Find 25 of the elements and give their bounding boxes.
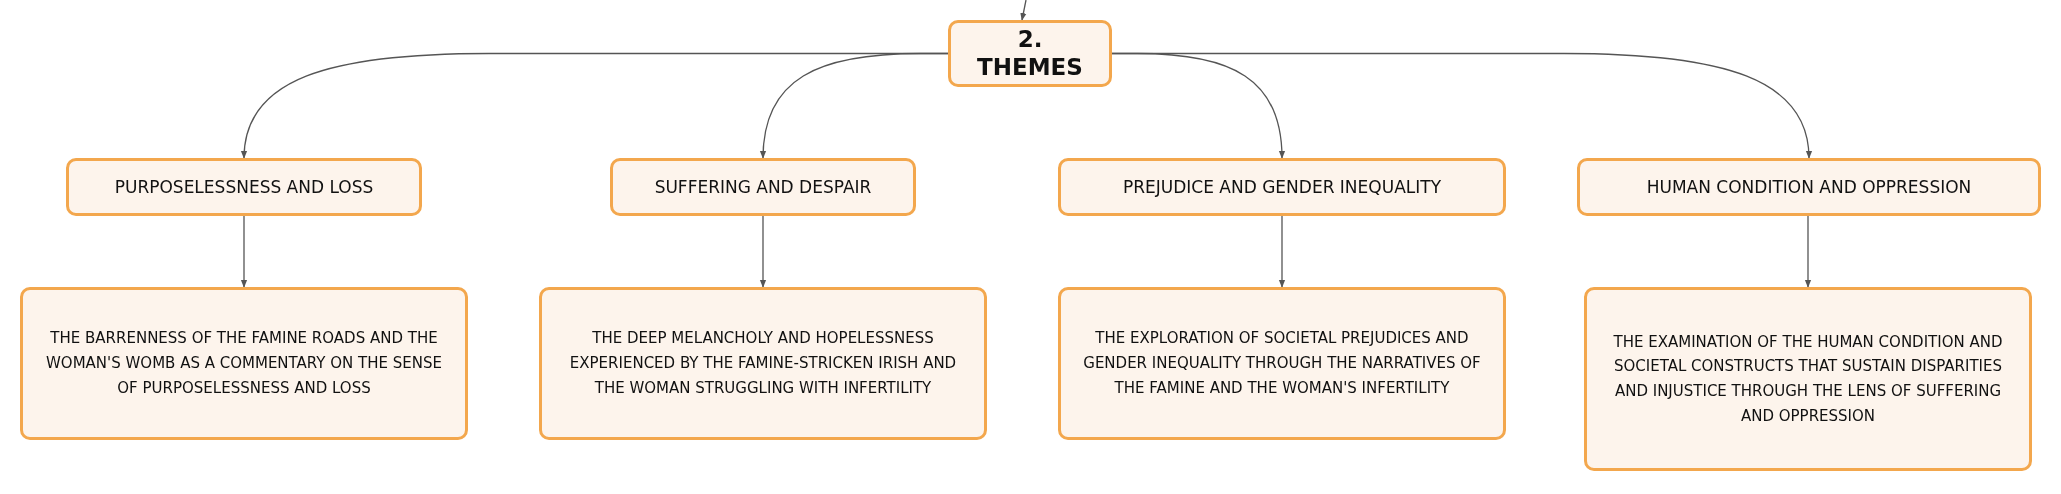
topic-title: PREJUDICE AND GENDER INEQUALITY xyxy=(1122,176,1442,198)
connector-arrow xyxy=(760,52,949,159)
connector-arrow xyxy=(1020,0,1027,21)
connector-arrow xyxy=(240,215,248,288)
topic-title: HUMAN CONDITION AND OPPRESSION xyxy=(1646,176,1972,198)
detail-box xyxy=(20,287,468,440)
topic-box xyxy=(610,158,916,216)
topic-title: 2. THEMES xyxy=(976,25,1084,82)
detail-box xyxy=(1058,287,1506,440)
topic-box xyxy=(1577,158,2041,216)
topic-box xyxy=(1058,158,1506,216)
description-text: THE EXAMINATION OF THE HUMAN CONDITION AND SOCIETAL CONSTRUCTS THAT SUSTAIN DISPARITIES AND INJUSTICE THROUGH THE LENS OF SUFFERING AND OPPRESSION xyxy=(1612,331,2004,427)
description-text: THE DEEP MELANCHOLY AND HOPELESSNESS EXPERIENCED BY THE FAMINE-STRICKEN IRISH AND THE WOMAN STRUGGLING WITH INFERTILITY xyxy=(568,328,958,399)
detail-box xyxy=(1584,287,2032,471)
connector-arrow xyxy=(1111,52,1812,159)
description-text: THE BARRENNESS OF THE FAMINE ROADS AND THE WOMAN'S WOMB AS A COMMENTARY ON THE SENSE OF PURPOSELESSNESS AND LOSS xyxy=(45,328,443,399)
connector-arrow xyxy=(1804,215,1812,288)
topic-box xyxy=(66,158,422,216)
topic-title: PURPOSELESSNESS AND LOSS xyxy=(114,176,374,198)
connector-arrow xyxy=(759,215,767,288)
description-text: THE EXPLORATION OF SOCIETAL PREJUDICES AND GENDER INEQUALITY THROUGH THE NARRATIVES OF THE FAMINE AND THE WOMAN'S INFERTILITY xyxy=(1082,328,1482,399)
topic-title: SUFFERING AND DESPAIR xyxy=(654,176,872,198)
root-topic-box xyxy=(948,20,1112,87)
detail-box xyxy=(539,287,987,440)
connector-arrow xyxy=(1278,215,1286,288)
